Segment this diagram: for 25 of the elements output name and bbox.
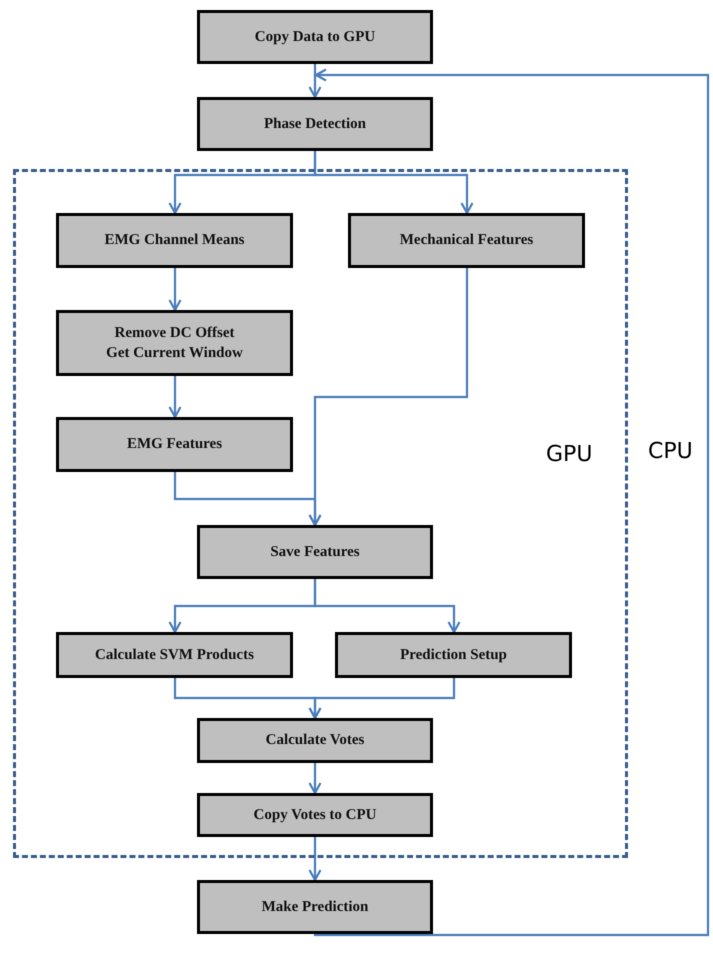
process-box: Copy Votes to CPU [197, 793, 433, 837]
arrow [314, 151, 474, 214]
process-box: Make Prediction [197, 880, 433, 934]
side-label: CPU [648, 439, 693, 464]
arrow [168, 268, 182, 312]
process-box: Phase Detection [197, 97, 433, 151]
arrow [314, 68, 710, 936]
arrow [308, 64, 322, 98]
process-box: Calculate SVM Products [56, 632, 293, 678]
process-box: Copy Data to GPU [197, 10, 433, 64]
process-box: Prediction Setup [335, 632, 572, 678]
arrow [314, 579, 461, 634]
process-box: Remove DC Offset Get Current Window [56, 310, 293, 376]
process-box: EMG Channel Means [56, 213, 293, 268]
process-box: Calculate Votes [197, 718, 433, 763]
arrow [308, 678, 456, 720]
process-box: Save Features [197, 525, 433, 579]
process-box: Mechanical Features [348, 213, 585, 268]
region-label: GPU [546, 442, 592, 467]
arrow [308, 268, 468, 526]
dashed-region [13, 169, 628, 858]
arrow [168, 376, 182, 418]
arrow [308, 837, 322, 882]
process-box: EMG Features [56, 417, 293, 472]
arrow [308, 763, 322, 794]
